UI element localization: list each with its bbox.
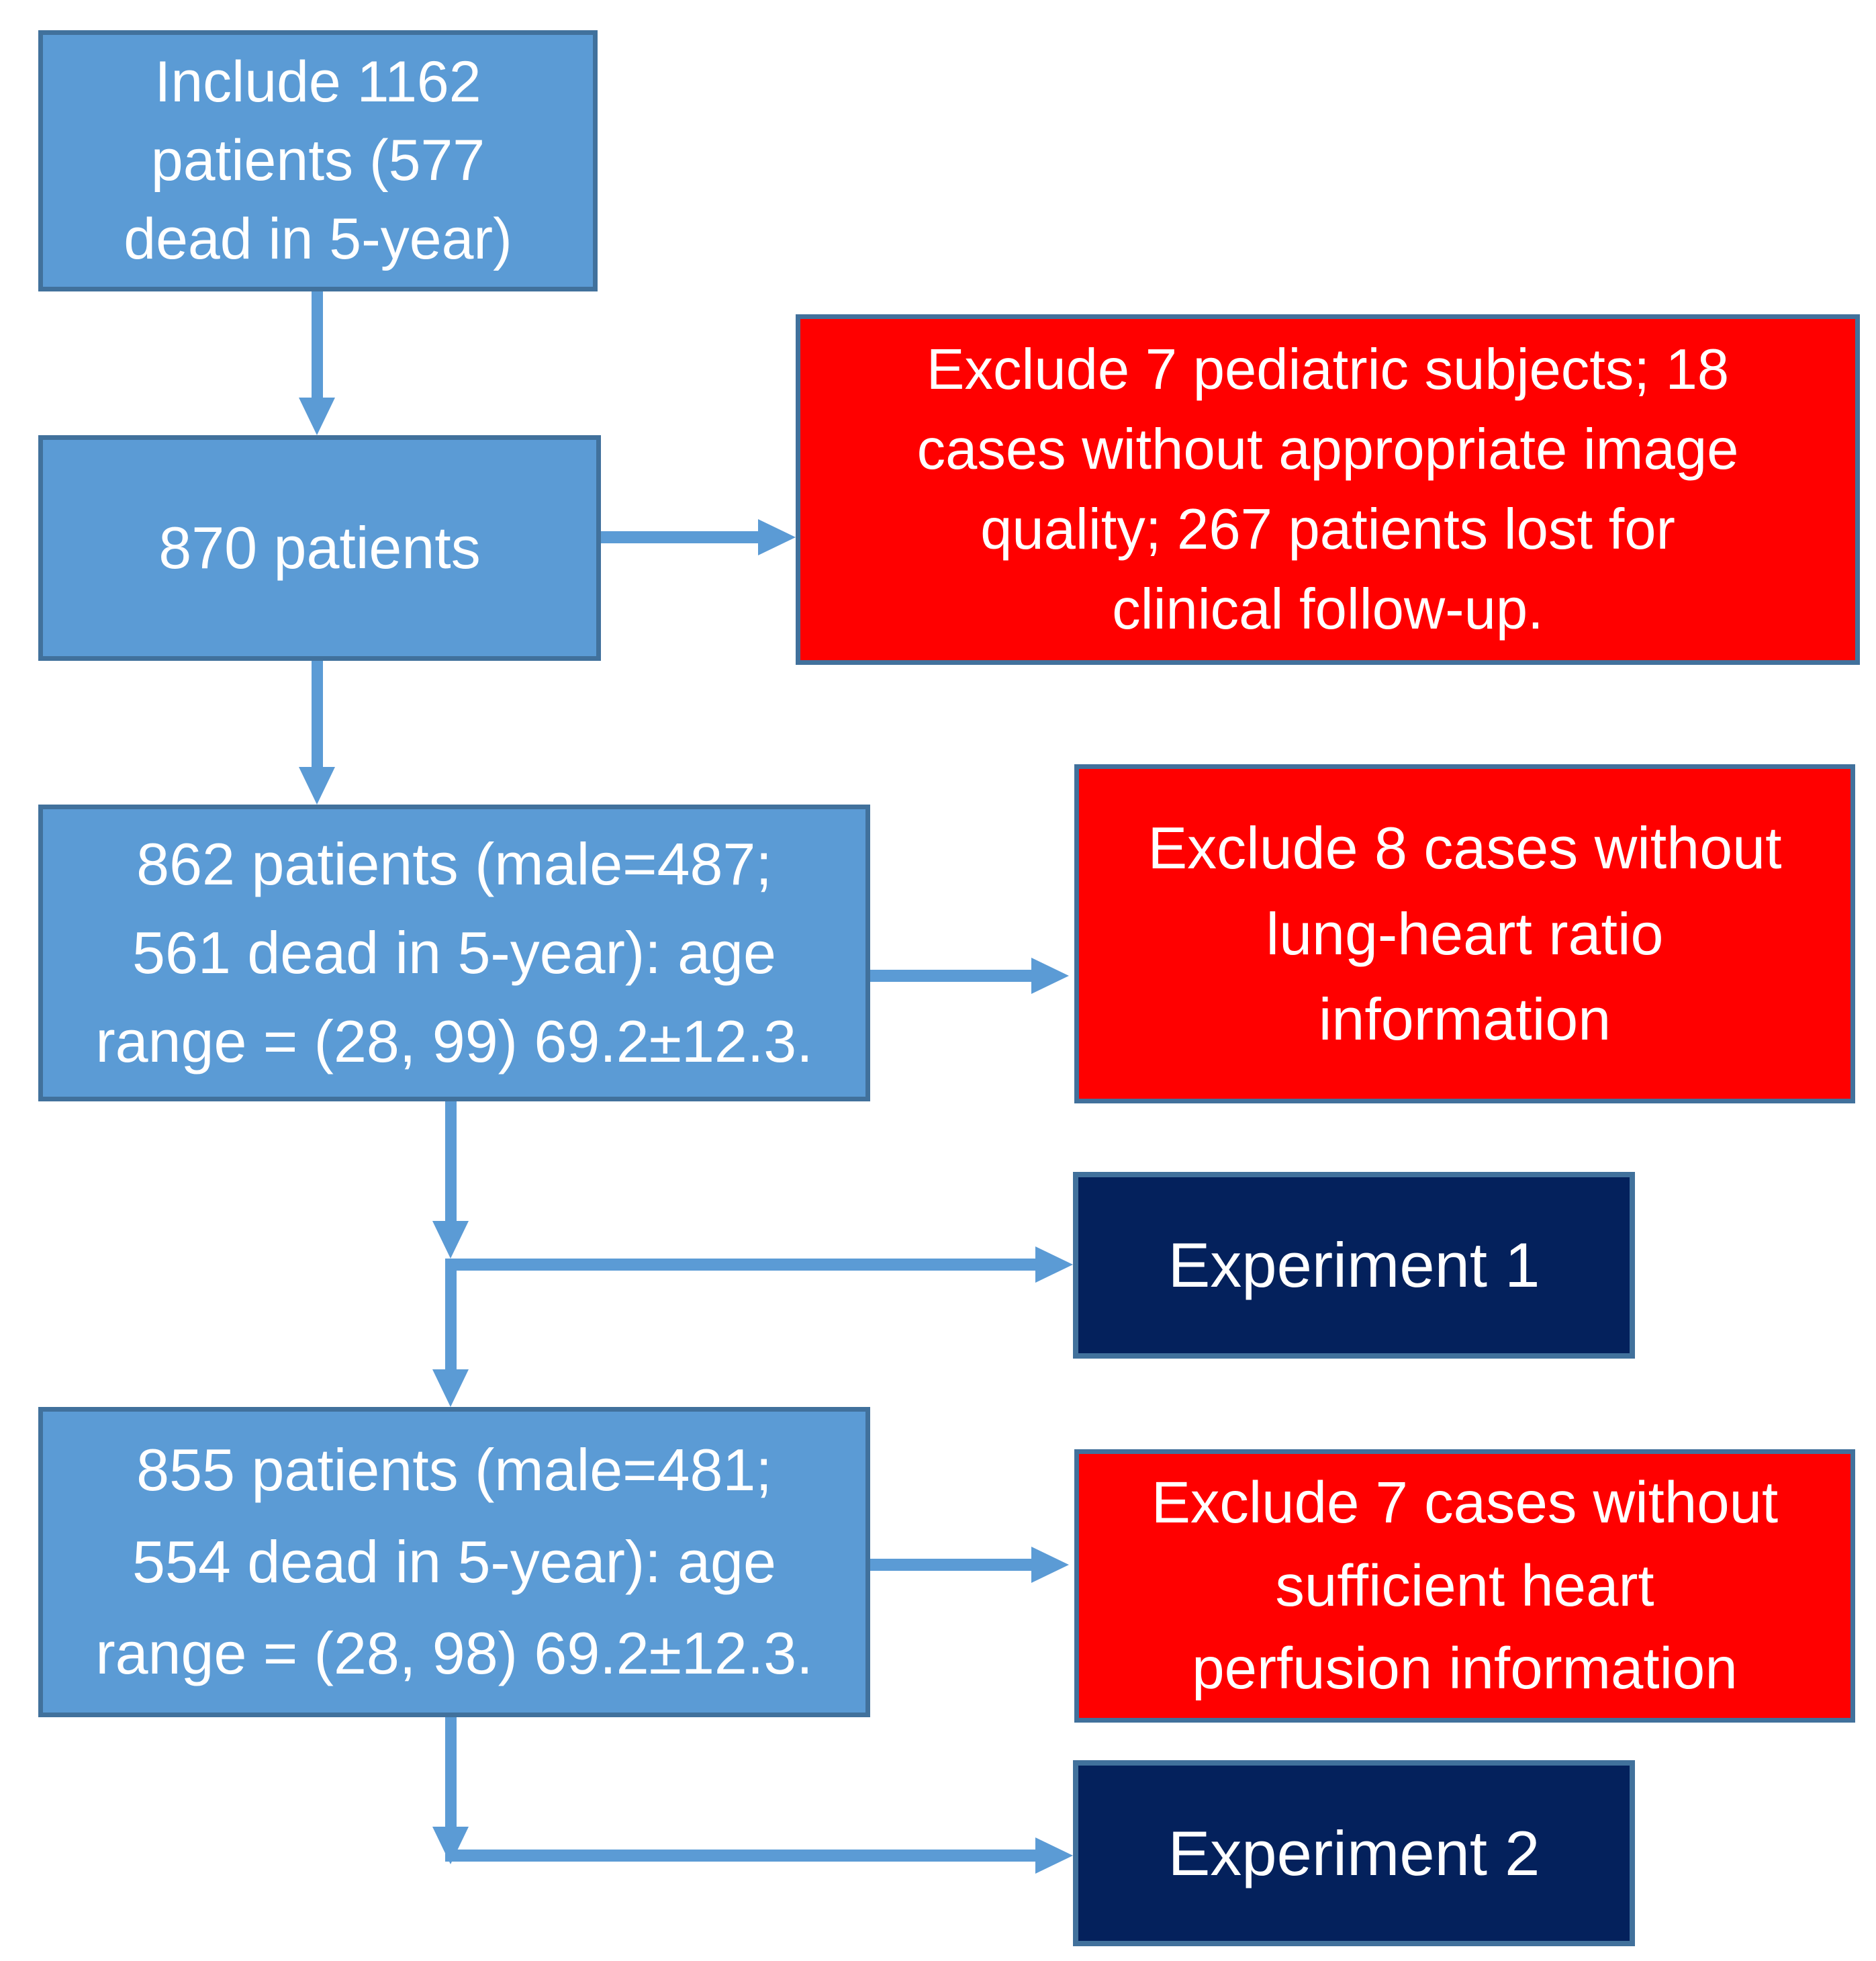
patients-870-text: 870 patients	[158, 514, 481, 581]
arrow-junction-to-855-line	[445, 1271, 457, 1371]
patients-855-box: 855 patients (male=481; 554 dead in 5-ye…	[38, 1407, 870, 1717]
exclude-lung-heart-text: Exclude 8 cases without lung-heart ratio…	[1147, 815, 1782, 1053]
exclude-pediatric-box: Exclude 7 pediatric subjects; 18 cases w…	[796, 314, 1860, 665]
patients-862-box: 862 patients (male=487; 561 dead in 5-ye…	[38, 805, 870, 1101]
exclude-perfusion-box: Exclude 7 cases without sufficient heart…	[1074, 1449, 1855, 1723]
arrow-870-to-exclude-pediatric-line	[601, 531, 759, 543]
patients-862-text: 862 patients (male=487; 561 dead in 5-ye…	[95, 831, 813, 1075]
arrowhead-right-icon	[1035, 1837, 1073, 1874]
arrow-855-to-exclude-perfusion-line	[870, 1559, 1032, 1571]
arrowhead-right-icon	[1031, 958, 1069, 994]
include-1162-text: Include 1162 patients (577 dead in 5-yea…	[124, 50, 512, 271]
arrow-870-to-862-line	[312, 661, 323, 767]
experiment-1-label: Experiment 1	[1168, 1230, 1540, 1300]
exclude-perfusion-text: Exclude 7 cases without sufficient heart…	[1151, 1470, 1779, 1702]
arrowhead-down-icon	[432, 1369, 469, 1407]
patients-870-box: 870 patients	[38, 435, 601, 661]
patients-855-text: 855 patients (male=481; 554 dead in 5-ye…	[95, 1436, 813, 1687]
arrow-862-to-junction-line	[445, 1101, 457, 1221]
exclude-lung-heart-box: Exclude 8 cases without lung-heart ratio…	[1074, 764, 1855, 1103]
exclude-pediatric-text: Exclude 7 pediatric subjects; 18 cases w…	[917, 338, 1739, 641]
arrowhead-down-icon	[299, 767, 335, 805]
experiment-2-box: Experiment 2	[1073, 1760, 1635, 1946]
arrowhead-down-icon	[299, 398, 335, 435]
arrowhead-right-icon	[1031, 1547, 1069, 1583]
arrow-elbow-to-experiment-2-line	[445, 1850, 1037, 1862]
arrowhead-right-icon	[758, 519, 796, 555]
arrow-include-to-870-line	[312, 291, 323, 398]
experiment-2-label: Experiment 2	[1168, 1817, 1540, 1888]
arrow-junction-to-experiment-1-line	[445, 1259, 1037, 1271]
arrowhead-right-icon	[1035, 1246, 1073, 1283]
arrow-855-to-elbow-line	[445, 1717, 457, 1828]
experiment-1-box: Experiment 1	[1073, 1172, 1635, 1359]
arrow-862-to-exclude-lung-heart-line	[870, 970, 1032, 982]
arrowhead-down-icon	[432, 1221, 469, 1259]
include-1162-box: Include 1162 patients (577 dead in 5-yea…	[38, 30, 598, 291]
